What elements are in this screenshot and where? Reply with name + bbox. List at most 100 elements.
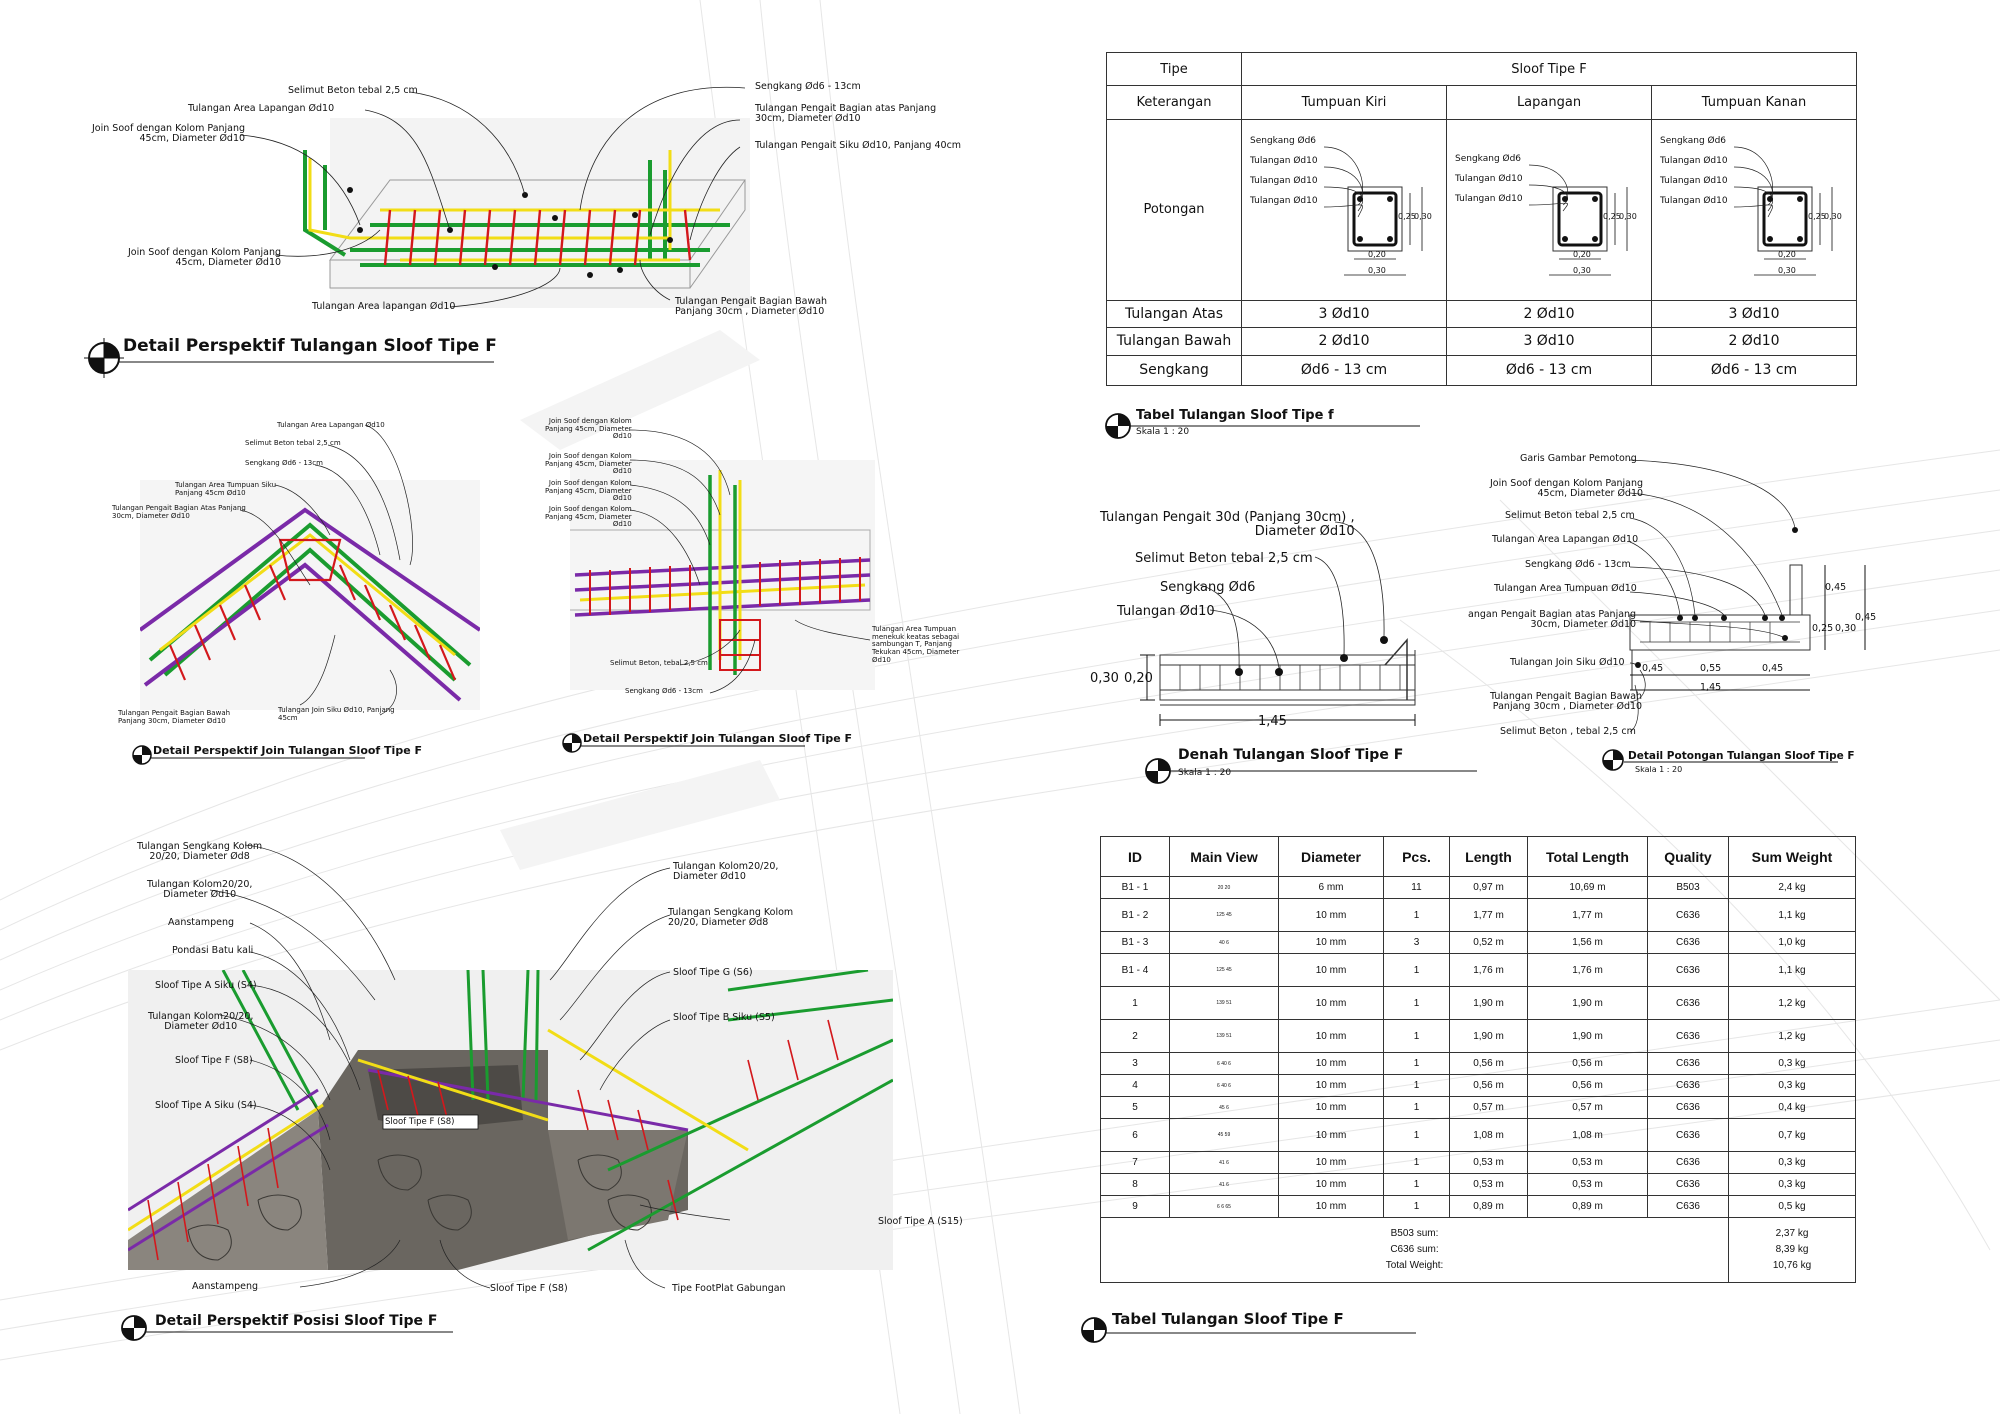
cross-section-label: Tulangan Ød10 [1250,175,1318,186]
cross-section-label: 0,25 [1808,211,1826,221]
cell-bawah-0: 2 Ød10 [1241,326,1447,356]
denah-dim-h1: 0,30 [1090,671,1119,686]
sloof-table-col-1: Lapangan [1446,85,1652,121]
denah-dim-h2: 0,20 [1124,671,1153,686]
potongan-dim-v1: 0,45 [1825,582,1847,593]
bbs-cell-total: 1,56 m [1527,931,1648,954]
bbs-cell-id: 8 [1100,1173,1170,1196]
detail2-label-b: Selimut Beton tebal 2,5 cm [245,439,341,447]
detail2-label-g: Tulangan Join Siku Ød10, Panjang 45cm [278,706,395,722]
detail2-label-e: Tulangan Pengait Bagian Atas Panjang 30c… [112,504,246,520]
potongan-label-j: Selimut Beton , tebal 2,5 cm [1500,726,1636,737]
cross-section-label: Sengkang Ød6 [1250,135,1317,146]
bbs-cell-pcs: 1 [1383,1096,1450,1119]
bbs-cell-pcs: 3 [1383,931,1450,954]
bbs-cell-pcs: 1 [1383,1173,1450,1196]
potongan-dim-v2: 0,45 [1855,612,1877,623]
bbs-cell-dia: 10 mm [1278,1195,1384,1218]
detail4-label-j: Sloof Tipe F (S8) [490,1283,568,1294]
bbs-cell-len: 0,56 m [1449,1074,1528,1097]
cross-section-label: 0,30 [1778,265,1796,275]
bbs-cell-id: 6 [1100,1118,1170,1152]
detail3-label-e: Tulangan Area Tumpuan menekuk keatas seb… [872,625,960,664]
bbs-cell-len: 0,57 m [1449,1096,1528,1119]
detail2-rebar-drawing [140,480,480,710]
bbs-header-pcs: Pcs. [1383,836,1450,877]
bbs-cell-id: 4 [1100,1074,1170,1097]
bbs-sum-values: 2,37 kg 8,39 kg 10,76 kg [1728,1217,1856,1283]
cross-section-label: 0,25 [1603,211,1621,221]
bbs-sum-value: 10,76 kg [1772,1260,1812,1271]
potongan-label-e: Sengkang Ød6 - 13cm [1525,559,1631,570]
potongan-label-d: Tulangan Area Lapangan Ød10 [1492,534,1639,545]
detail1-label-pengait-atas: Tulangan Pengait Bagian atas Panjang 30c… [755,103,937,125]
bbs-cell-q: C636 [1647,1195,1729,1218]
bbs-cell-w: 1,0 kg [1728,931,1856,954]
bbs-cell-id: B1 - 1 [1100,876,1170,899]
bbs-header-weight: Sum Weight [1728,836,1856,877]
bbs-cell-len: 0,89 m [1449,1195,1528,1218]
cross-section-label: Tulangan Ød10 [1660,155,1728,166]
potongan-label-b: Join Soof dengan Kolom Panjang 45cm, Dia… [1490,478,1644,500]
detail4-label-o: Sloof Tipe G (S6) [673,967,753,978]
cross-section-drawing [1733,146,1833,276]
bbs-cell-dia: 10 mm [1278,1096,1384,1119]
bbs-cell-pcs: 1 [1383,953,1450,987]
potongan-dim-s3: 0,45 [1762,663,1784,674]
bbs-header-length: Length [1449,836,1528,877]
cross-section-label: 0,20 [1573,249,1591,259]
bbs-title: Tabel Tulangan Sloof Tipe F [1112,1310,1344,1328]
detail3-rebar-drawing [570,460,875,690]
bbs-sum-label: C636 sum: [1390,1244,1439,1255]
detail1-label-pengait-siku: Tulangan Pengait Siku Ød10, Panjang 40cm [755,140,962,151]
cross-section-label: 0,30 [1414,211,1432,221]
bbs-cell-total: 1,90 m [1527,1019,1648,1053]
bbs-cell-q: B503 [1647,876,1729,899]
bbs-cell-id: 1 [1100,986,1170,1020]
bbs-cell-w: 1,2 kg [1728,986,1856,1020]
bbs-header-id: ID [1100,836,1170,877]
bbs-cell-pcs: 1 [1383,1052,1450,1075]
bbs-cell-id: B1 - 3 [1100,931,1170,954]
bbs-cell-view: 125 45 [1169,953,1279,987]
potongan-dim-v3: 0,25 [1812,623,1834,634]
detail4-leader-lines [209,844,731,1289]
bbs-cell-len: 1,08 m [1449,1118,1528,1152]
potongan-scale: Skala 1 : 20 [1635,765,1683,774]
potongan-label-c: Selimut Beton tebal 2,5 cm [1505,510,1635,521]
bbs-cell-dia: 10 mm [1278,986,1384,1020]
bbs-sum-label: Total Weight: [1385,1260,1444,1271]
bbs-cell-total: 0,53 m [1527,1173,1648,1196]
potongan-dim-total: 1,45 [1700,682,1722,693]
bbs-cell-id: 3 [1100,1052,1170,1075]
sloof-table-tipe-label: Tipe [1106,51,1242,87]
bbs-cell-dia: 10 mm [1278,898,1384,932]
bbs-cell-w: 0,4 kg [1728,1096,1856,1119]
bbs-cell-total: 1,77 m [1527,898,1648,932]
bbs-cell-id: 5 [1100,1096,1170,1119]
cross-section-label: Tulangan Ød10 [1660,195,1728,206]
bbs-cell-total: 1,76 m [1527,953,1648,987]
cross-section-drawing [1528,164,1628,276]
denah-label-sengkang: Sengkang Ød6 [1160,580,1256,595]
row-label-sengkang: Sengkang [1106,354,1242,387]
bbs-cell-q: C636 [1647,1096,1729,1119]
denah-drawing [1140,521,1416,726]
potongan-dim-v4: 0,30 [1835,623,1857,634]
bbs-cell-w: 0,3 kg [1728,1151,1856,1174]
bbs-cell-id: 7 [1100,1151,1170,1174]
bbs-cell-pcs: 1 [1383,1019,1450,1053]
bbs-cell-pcs: 1 [1383,1118,1450,1152]
denah-dim-length: 1,45 [1258,714,1287,729]
bbs-cell-len: 1,90 m [1449,986,1528,1020]
denah-title-symbol [1145,758,1477,784]
detail4-label-h: Sloof Tipe A Siku (S4) [155,1100,257,1111]
bbs-cell-w: 0,5 kg [1728,1195,1856,1218]
